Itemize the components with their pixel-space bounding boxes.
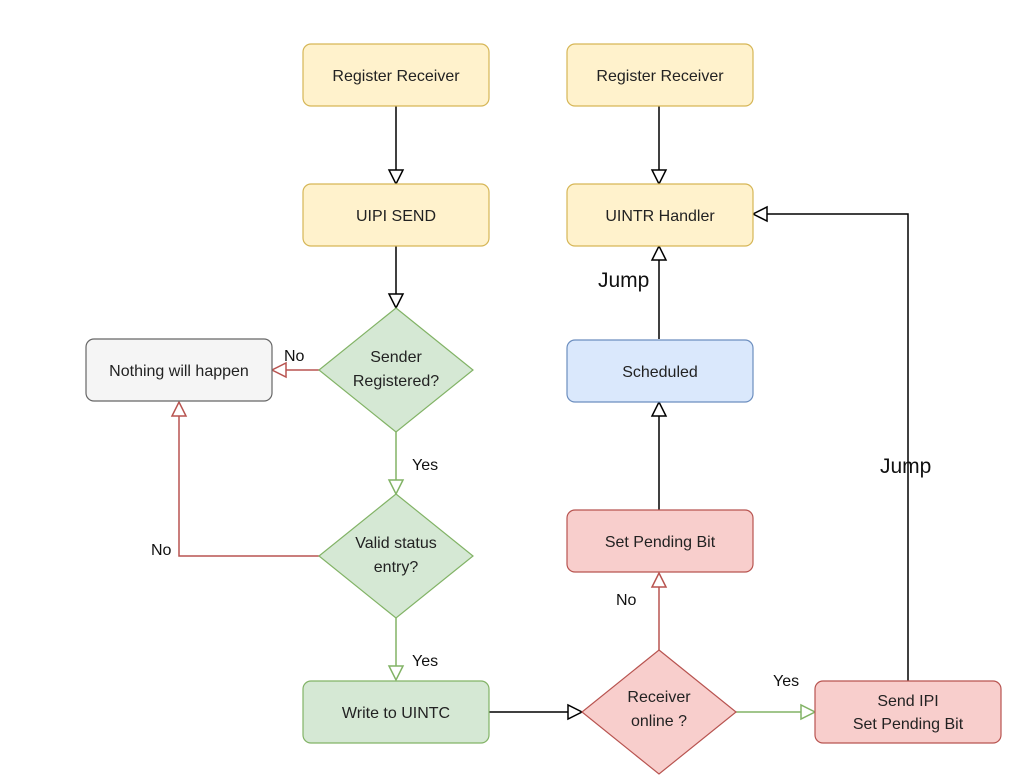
decision-valid-status: Valid status entry? — [318, 493, 474, 619]
edge-label-valid-yes: Yes — [412, 653, 438, 670]
edge-ipi-jump — [767, 213, 909, 681]
arrowhead — [567, 703, 584, 721]
arrowhead — [751, 205, 768, 223]
node-label: Register Receiver — [332, 68, 460, 85]
arrowhead — [387, 665, 405, 682]
node-uipi-send: UIPI SEND — [302, 183, 490, 247]
node-send-ipi: Send IPI Set Pending Bit — [814, 680, 1002, 744]
arrowhead — [800, 703, 817, 721]
node-scheduled: Scheduled — [566, 339, 754, 403]
arrowhead — [650, 400, 668, 417]
node-uintr-handler: UINTR Handler — [566, 183, 754, 247]
arrowhead — [650, 169, 668, 186]
node-label: UIPI SEND — [356, 208, 436, 225]
node-label: Set Pending Bit — [605, 534, 716, 551]
arrowhead — [387, 293, 405, 310]
decision-receiver-online: Receiver online ? — [581, 649, 737, 775]
node-label-line2: Set Pending Bit — [853, 716, 964, 733]
decision-label-line2: entry? — [374, 559, 419, 576]
arrowhead — [387, 169, 405, 186]
node-label-line1: Send IPI — [877, 693, 938, 710]
arrowhead — [270, 361, 287, 379]
decision-label-line1: Valid status — [355, 535, 437, 552]
decision-label-line2: Registered? — [353, 373, 439, 390]
node-label: Scheduled — [622, 364, 698, 381]
node-register-receiver-left: Register Receiver — [302, 43, 490, 107]
node-write-to-uintc: Write to UINTC — [302, 680, 490, 744]
decision-label-line1: Sender — [370, 349, 422, 366]
edge-label-jump-ipi: Jump — [880, 455, 931, 478]
node-nothing-will-happen: Nothing will happen — [85, 338, 273, 402]
decision-label-line1: Receiver — [627, 689, 691, 706]
arrowhead — [170, 400, 188, 417]
node-label: Nothing will happen — [109, 363, 249, 380]
edge-label-valid-no: No — [151, 542, 172, 559]
edge-label-sender-yes: Yes — [412, 457, 438, 474]
edge-valid-no — [178, 416, 320, 557]
decision-label-line2: online ? — [631, 713, 687, 730]
edge-label-sender-no: No — [284, 348, 305, 365]
edge-label-online-no: No — [616, 592, 637, 609]
node-label: Write to UINTC — [342, 705, 450, 722]
arrowhead — [650, 571, 668, 588]
node-set-pending-bit: Set Pending Bit — [566, 509, 754, 573]
node-register-receiver-right: Register Receiver — [566, 43, 754, 107]
decision-sender-registered: Sender Registered? — [318, 307, 474, 433]
edge-label-online-yes: Yes — [773, 673, 799, 690]
arrowhead — [650, 244, 668, 261]
node-label: UINTR Handler — [605, 208, 715, 225]
arrowhead — [387, 479, 405, 496]
edge-label-jump-scheduled: Jump — [598, 269, 649, 292]
node-label: Register Receiver — [596, 68, 724, 85]
